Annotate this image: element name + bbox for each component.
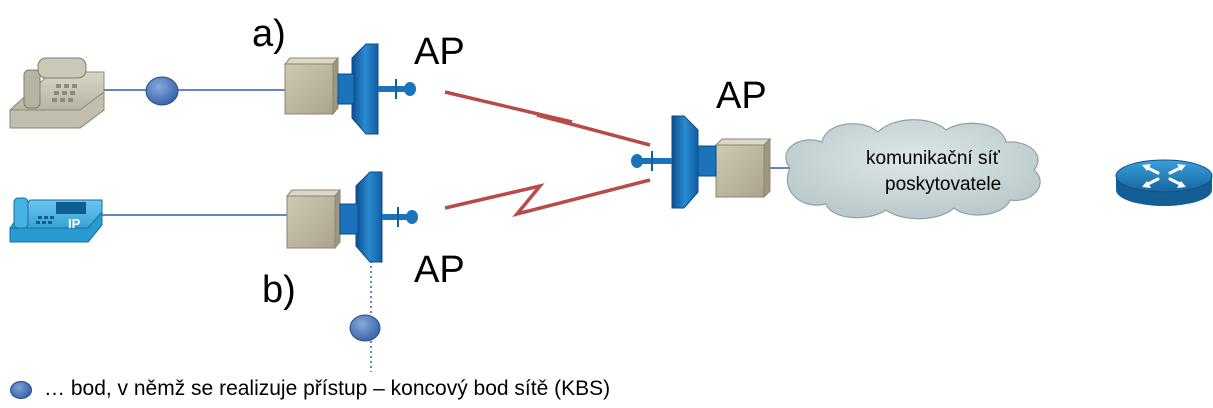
ip-phone-badge: IP — [68, 216, 81, 231]
analog-phone-icon — [9, 57, 105, 129]
label-ap-right: AP — [716, 75, 767, 117]
termination-point-b — [349, 314, 381, 342]
antenna-icon-ap-a — [337, 43, 416, 135]
label-ap-a: AP — [414, 31, 465, 73]
label-ap-b: AP — [414, 249, 465, 291]
wireless-link-a — [444, 90, 651, 147]
termination-point-a — [145, 76, 179, 106]
terminal-box-right — [714, 137, 772, 199]
cloud-label-line1: komunikační síť — [866, 148, 1001, 169]
terminal-box-a — [283, 56, 340, 116]
label-variant-b: b) — [262, 269, 296, 311]
provider-network-cloud — [785, 119, 1041, 220]
label-variant-a: a) — [252, 13, 286, 55]
antenna-icon-ap-b — [339, 171, 418, 263]
legend-text: … bod, v němž se realizuje přístup – kon… — [44, 377, 611, 400]
router-icon — [1115, 159, 1213, 206]
terminal-box-b — [285, 188, 342, 250]
antenna-icon-ap-right — [631, 115, 717, 209]
cloud-label-line2: poskytovatele — [885, 174, 1001, 195]
legend-termination-point-icon — [10, 381, 32, 399]
ip-phone-icon: IP — [9, 197, 103, 243]
wireless-link-b — [444, 178, 651, 218]
